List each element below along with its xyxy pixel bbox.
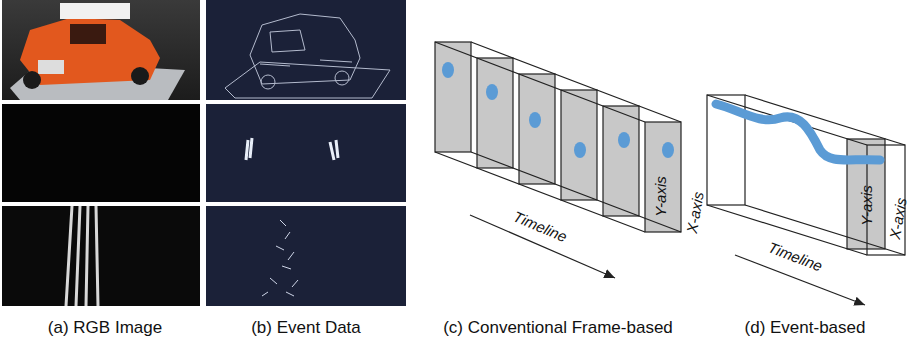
rgb-photos — [2, 0, 200, 306]
event-volume — [707, 95, 905, 305]
panel-caption: (c) Conventional Frame-based — [443, 318, 673, 338]
axis-label: X-axis — [886, 196, 910, 240]
panel-caption: (a) RGB Image — [48, 318, 162, 338]
event-frames — [206, 0, 406, 306]
axis-label: Timeline — [766, 238, 825, 274]
axis-label: Timeline — [511, 207, 570, 245]
axis-label: Y-axis — [652, 176, 669, 217]
axis-label: X-axis — [683, 190, 707, 234]
frame-volume — [435, 42, 681, 278]
panel-caption: (b) Event Data — [251, 318, 361, 338]
panel-caption: (d) Event-based — [745, 318, 866, 338]
axis-label: Y-axis — [858, 185, 875, 226]
